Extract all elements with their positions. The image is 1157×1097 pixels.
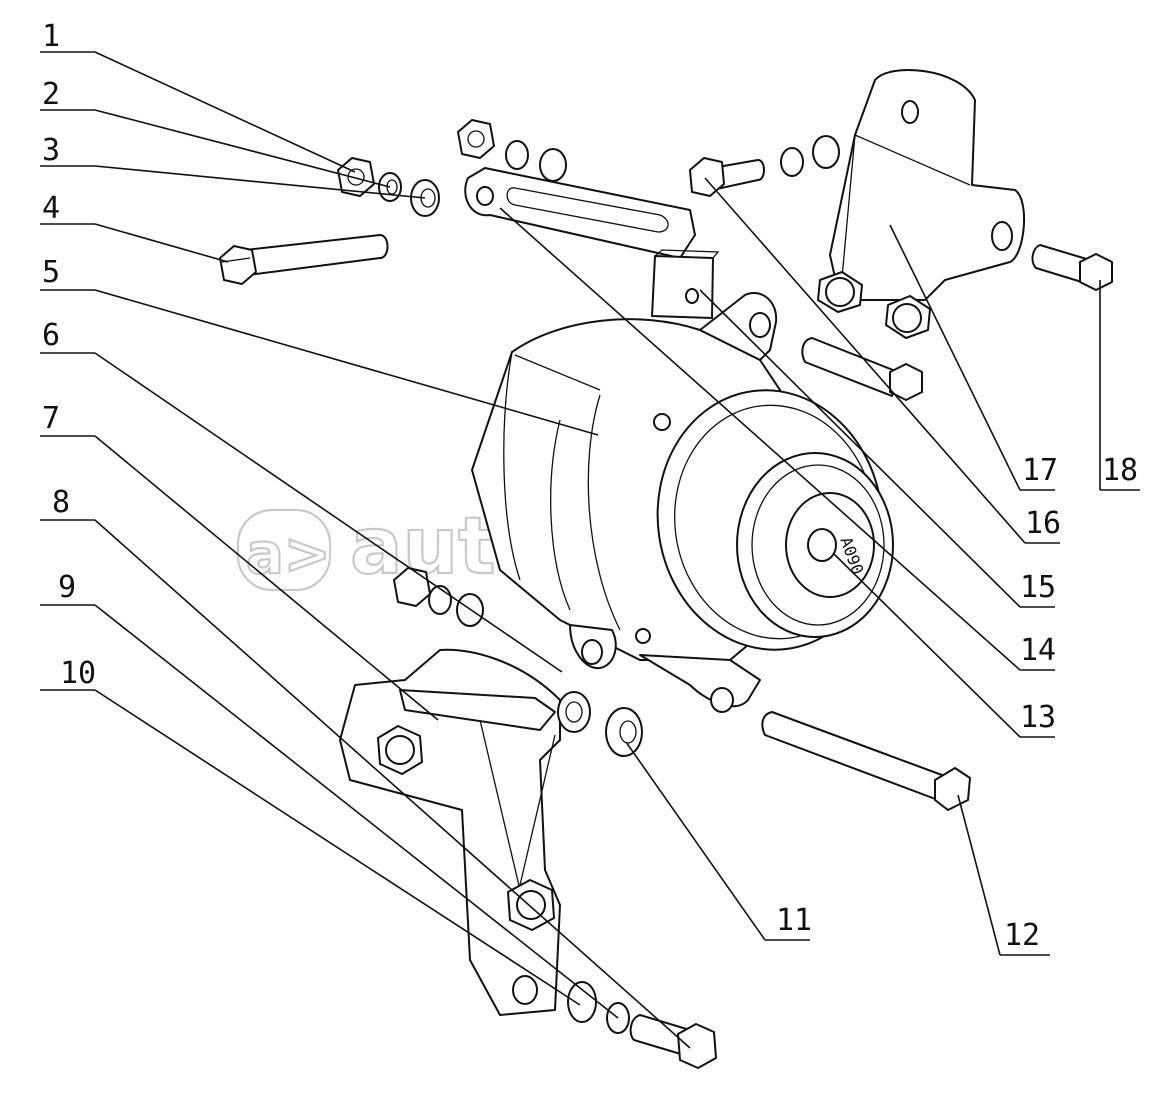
upper-bracket	[817, 69, 1026, 339]
callout-12: 12	[1004, 918, 1040, 953]
callout-3: 3	[42, 133, 60, 168]
adjusting-strap	[464, 167, 720, 319]
leader-lines	[40, 51, 1140, 1049]
bolt-16	[689, 157, 765, 197]
callout-17: 17	[1022, 453, 1058, 488]
callout-2: 2	[42, 77, 60, 112]
bolt-12	[761, 711, 971, 811]
bolt-14	[801, 337, 923, 401]
callout-6: 6	[42, 318, 60, 353]
callout-10: 10	[60, 656, 96, 691]
nut-6	[393, 567, 484, 627]
callout-1: 1	[42, 19, 60, 54]
lower-bracket	[339, 648, 591, 1016]
callout-16: 16	[1025, 506, 1061, 541]
callout-11: 11	[776, 903, 812, 938]
bolt-4	[219, 234, 389, 285]
washers-top-right	[780, 135, 840, 177]
washer-11	[605, 707, 643, 757]
callout-18: 18	[1102, 453, 1138, 488]
washers-bottom	[567, 981, 630, 1034]
bolt-8	[629, 1014, 717, 1069]
nut-top	[457, 119, 567, 182]
callout-13: 13	[1020, 700, 1056, 735]
callout-7: 7	[42, 401, 60, 436]
callout-15: 15	[1020, 570, 1056, 605]
bolt-18	[1031, 244, 1113, 291]
callout-9: 9	[58, 570, 76, 605]
callout-4: 4	[42, 191, 60, 226]
alternator: A090	[471, 292, 894, 713]
callout-14: 14	[1020, 633, 1056, 668]
watermark-mark: a>	[246, 522, 331, 587]
callout-5: 5	[42, 255, 60, 290]
callout-8: 8	[52, 485, 70, 520]
callout-labels: 1 2 3 4 5 6 7 8 9 10 11 12 13 14 15 16 1…	[42, 19, 1138, 953]
